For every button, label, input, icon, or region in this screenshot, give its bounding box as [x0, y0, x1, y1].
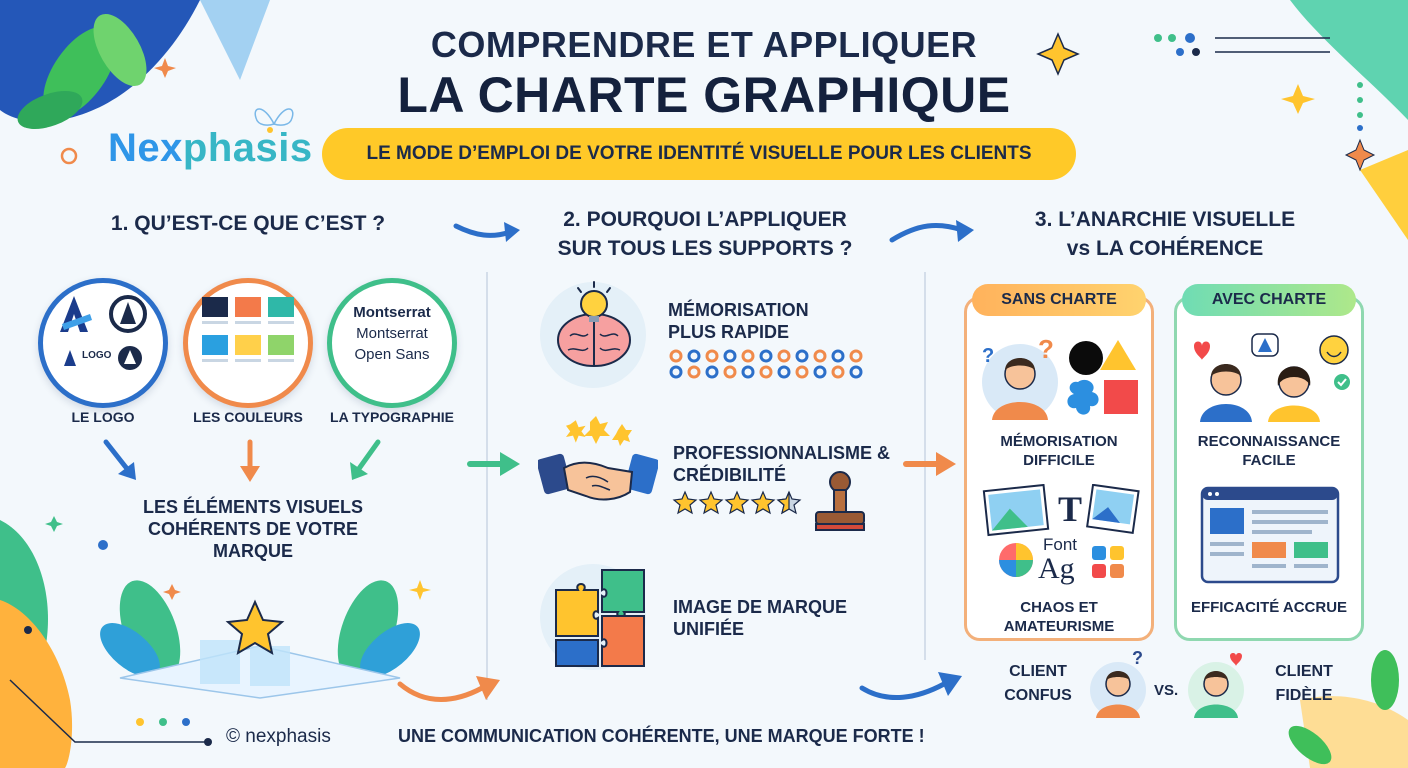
section3-heading-line2: vs LA COHÉRENCE	[1066, 237, 1264, 260]
logo-circle	[38, 278, 168, 408]
copyright: © nexphasis	[226, 726, 331, 747]
website-mockup-icon	[1200, 486, 1340, 584]
section1-summary: LES ÉLÉMENTS VISUELS COHÉRENTS DE VOTRE …	[142, 497, 364, 561]
curved-arrow-icon	[397, 676, 500, 702]
arrow-right-icon	[903, 452, 956, 476]
svg-text:?: ?	[1038, 334, 1054, 364]
client-confus-label: CLIENT CONFUS	[1004, 663, 1072, 704]
curved-arrow-icon	[859, 672, 962, 701]
logo-wordmark: LOGO	[82, 350, 112, 361]
butterfly-icon	[254, 108, 294, 133]
typo-font-3: Open Sans	[354, 346, 430, 363]
puzzle-icon	[555, 569, 645, 667]
section3-heading-line1: 3. L’ANARCHIE VISUELLE	[1034, 208, 1296, 231]
subtitle-banner: LE MODE D’EMPLOI DE VOTRE IDENTITÉ VISUE…	[322, 128, 1076, 180]
sans-charte-cap2: CHAOS ET AMATEURISME	[1003, 599, 1115, 635]
vs-label: VS.	[1154, 682, 1179, 699]
typo-font-1: Montserrat	[353, 304, 431, 321]
section2-heading-line1: 2. POURQUOI L’APPLIQUER	[563, 208, 847, 231]
colors-label: LES COULEURS	[193, 409, 303, 425]
chaotic-assets-icon	[982, 484, 1140, 578]
page-title-line1: COMPRENDRE ET APPLIQUER	[430, 24, 978, 65]
sans-charte-cap1: MÉMORISATION DIFFICILE	[1000, 433, 1118, 469]
svg-text:?: ?	[1132, 648, 1143, 668]
typography-label: LA TYPOGRAPHIE	[330, 409, 454, 425]
confused-client-icon: ?	[1090, 648, 1146, 718]
section2-heading: 2. POURQUOI L’APPLIQUER SUR TOUS LES SUP…	[515, 205, 895, 263]
leaf-top-left-icon	[17, 13, 147, 130]
footer-tagline: UNE COMMUNICATION COHÉRENTE, UNE MARQUE …	[398, 726, 925, 746]
avec-charte-cap1: RECONNAISSANCE FACILE	[1197, 433, 1341, 469]
typography-circle	[327, 278, 457, 408]
client-fidele-label: CLIENT FIDÈLE	[1275, 663, 1333, 704]
typo-font-2: Montserrat	[356, 325, 428, 342]
confused-person-icon: ? ?	[982, 334, 1138, 420]
rating-stars	[672, 490, 802, 515]
section2-heading-line2: SUR TOUS LES SUPPORTS ?	[557, 237, 853, 260]
arrow-right-icon	[453, 222, 520, 242]
arrow-right-icon	[467, 452, 520, 476]
chain-links-icon	[669, 349, 863, 379]
logo-variants-icon	[60, 295, 147, 370]
page-title-line2: LA CHARTE GRAPHIQUE	[397, 67, 1011, 123]
logo-label: LE LOGO	[71, 409, 135, 425]
avec-charte-label: AVEC CHARTE	[1182, 284, 1356, 316]
sans-charte-label: SANS CHARTE	[972, 284, 1146, 316]
benefit-professionnalisme: PROFESSIONNALISME & CRÉDIBILITÉ	[673, 443, 891, 485]
benefit-memorisation: MÉMORISATION PLUS RAPIDE	[668, 300, 809, 342]
happy-people-icon	[1194, 333, 1350, 422]
brain-lightbulb-icon	[557, 281, 631, 367]
loyal-client-icon	[1188, 653, 1244, 718]
section3-heading: 3. L’ANARCHIE VISUELLE vs LA COHÉRENCE	[995, 205, 1335, 263]
arrow-right-icon	[889, 220, 974, 243]
svg-text:?: ?	[982, 345, 994, 367]
stamp-icon	[815, 471, 865, 531]
chaos-font-word: Font	[1043, 535, 1078, 554]
brand-part1: Nex	[108, 126, 183, 170]
benefit-image-de-marque: IMAGE DE MARQUE UNIFIÉE	[673, 597, 848, 639]
section1-heading: 1. QU’EST-CE QUE C’EST ?	[110, 212, 386, 235]
brand-logo: Nexphasis	[108, 126, 313, 171]
chaos-t-glyph: T	[1058, 489, 1083, 529]
chaos-ag-word: Ag	[1038, 552, 1075, 585]
converging-arrows-icon	[103, 439, 381, 482]
color-palette-icon	[202, 297, 294, 362]
brand-part2: phasis	[182, 126, 313, 170]
handshake-icon	[538, 416, 658, 501]
avec-charte-cap2: EFFICACITÉ ACCRUE	[1190, 599, 1348, 616]
brand-star-illustration	[100, 580, 431, 699]
